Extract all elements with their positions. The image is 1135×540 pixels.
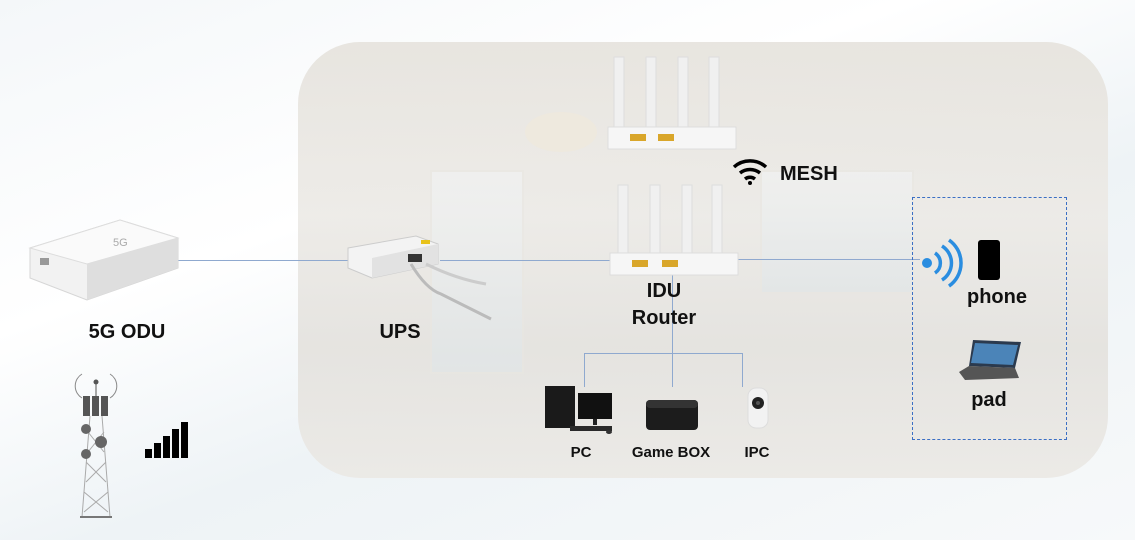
lan-bus xyxy=(584,353,742,354)
idu-router-icon xyxy=(609,184,739,276)
phone-label: phone xyxy=(967,286,1027,308)
mesh-router-icon xyxy=(607,56,737,150)
lan-drop-pc xyxy=(584,353,585,387)
router-label-router: Router xyxy=(631,307,697,329)
odu-label: 5G ODU xyxy=(88,321,166,343)
odu-badge: 5G xyxy=(113,237,128,249)
pc-label: PC xyxy=(570,444,592,461)
odu-ups-link xyxy=(178,260,350,261)
tablet-icon xyxy=(959,340,1021,380)
ip-camera-icon xyxy=(747,387,769,429)
cell-tower-icon xyxy=(74,373,118,518)
wireless-signal-icon xyxy=(922,238,963,288)
pad-label: pad xyxy=(971,389,1007,411)
wireless-devices-group xyxy=(912,197,1067,440)
room-window xyxy=(760,170,914,294)
ipc-label: IPC xyxy=(744,444,770,461)
router-label-idu: IDU xyxy=(646,280,682,302)
game-box-icon xyxy=(646,400,698,430)
ceiling-lamp xyxy=(525,112,597,152)
mesh-wifi-icon xyxy=(732,159,768,185)
lan-drop-ipc xyxy=(742,353,743,387)
ups-label: UPS xyxy=(379,321,421,343)
game-box-label: Game BOX xyxy=(631,444,711,461)
mesh-label: MESH xyxy=(780,163,838,185)
router-wireless-link xyxy=(735,259,920,260)
odu-device-icon: 5G xyxy=(28,219,180,301)
router-lan-trunk xyxy=(672,275,673,387)
ups-device-icon xyxy=(347,235,492,321)
signal-bars-icon xyxy=(145,422,188,458)
ups-router-link xyxy=(440,260,612,261)
desktop-pc-icon xyxy=(545,386,612,434)
phone-icon xyxy=(978,240,1000,280)
